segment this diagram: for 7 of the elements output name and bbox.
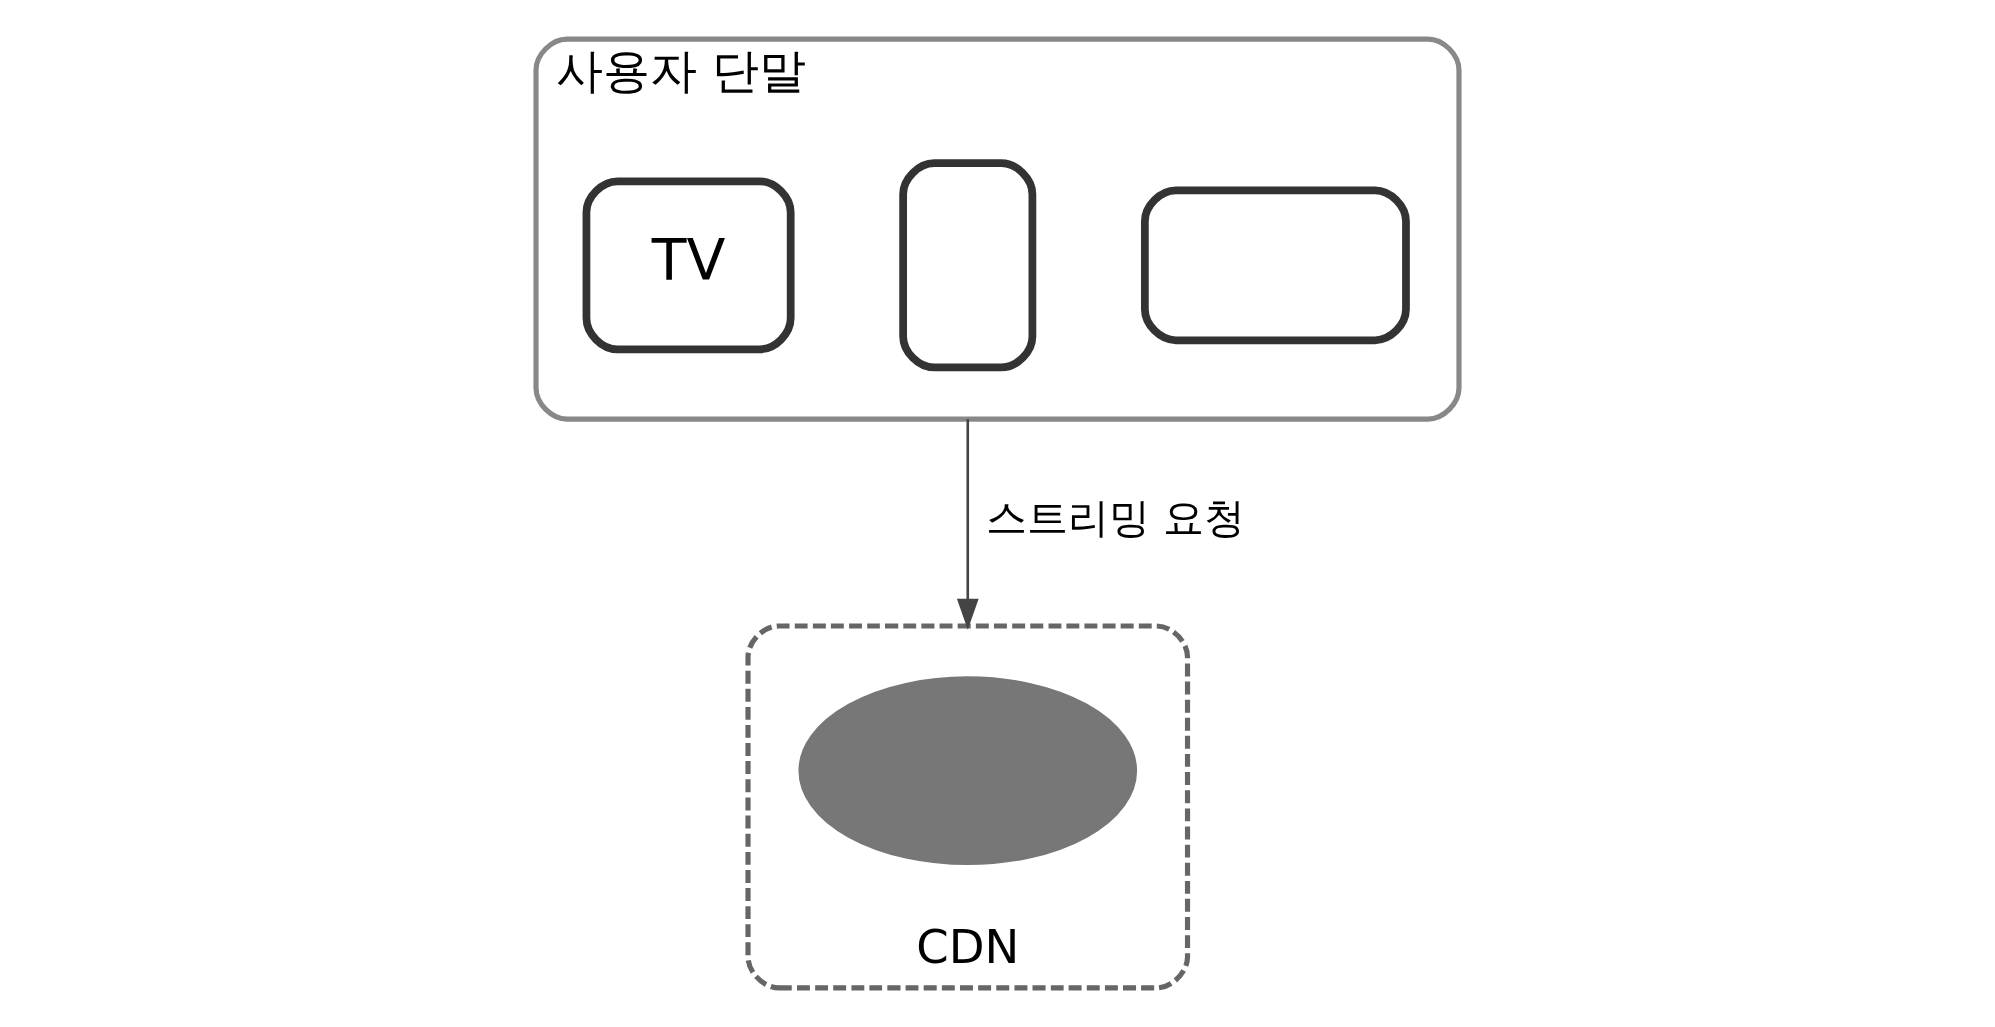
node-phone xyxy=(899,159,1037,372)
node-cloud xyxy=(798,676,1138,866)
cluster: CDN xyxy=(745,623,1191,991)
arrow xyxy=(956,419,979,630)
node-laptop xyxy=(1140,186,1410,345)
edge-label: 스트리밍 요청 xyxy=(985,494,1245,543)
node-box: TV xyxy=(582,177,795,354)
